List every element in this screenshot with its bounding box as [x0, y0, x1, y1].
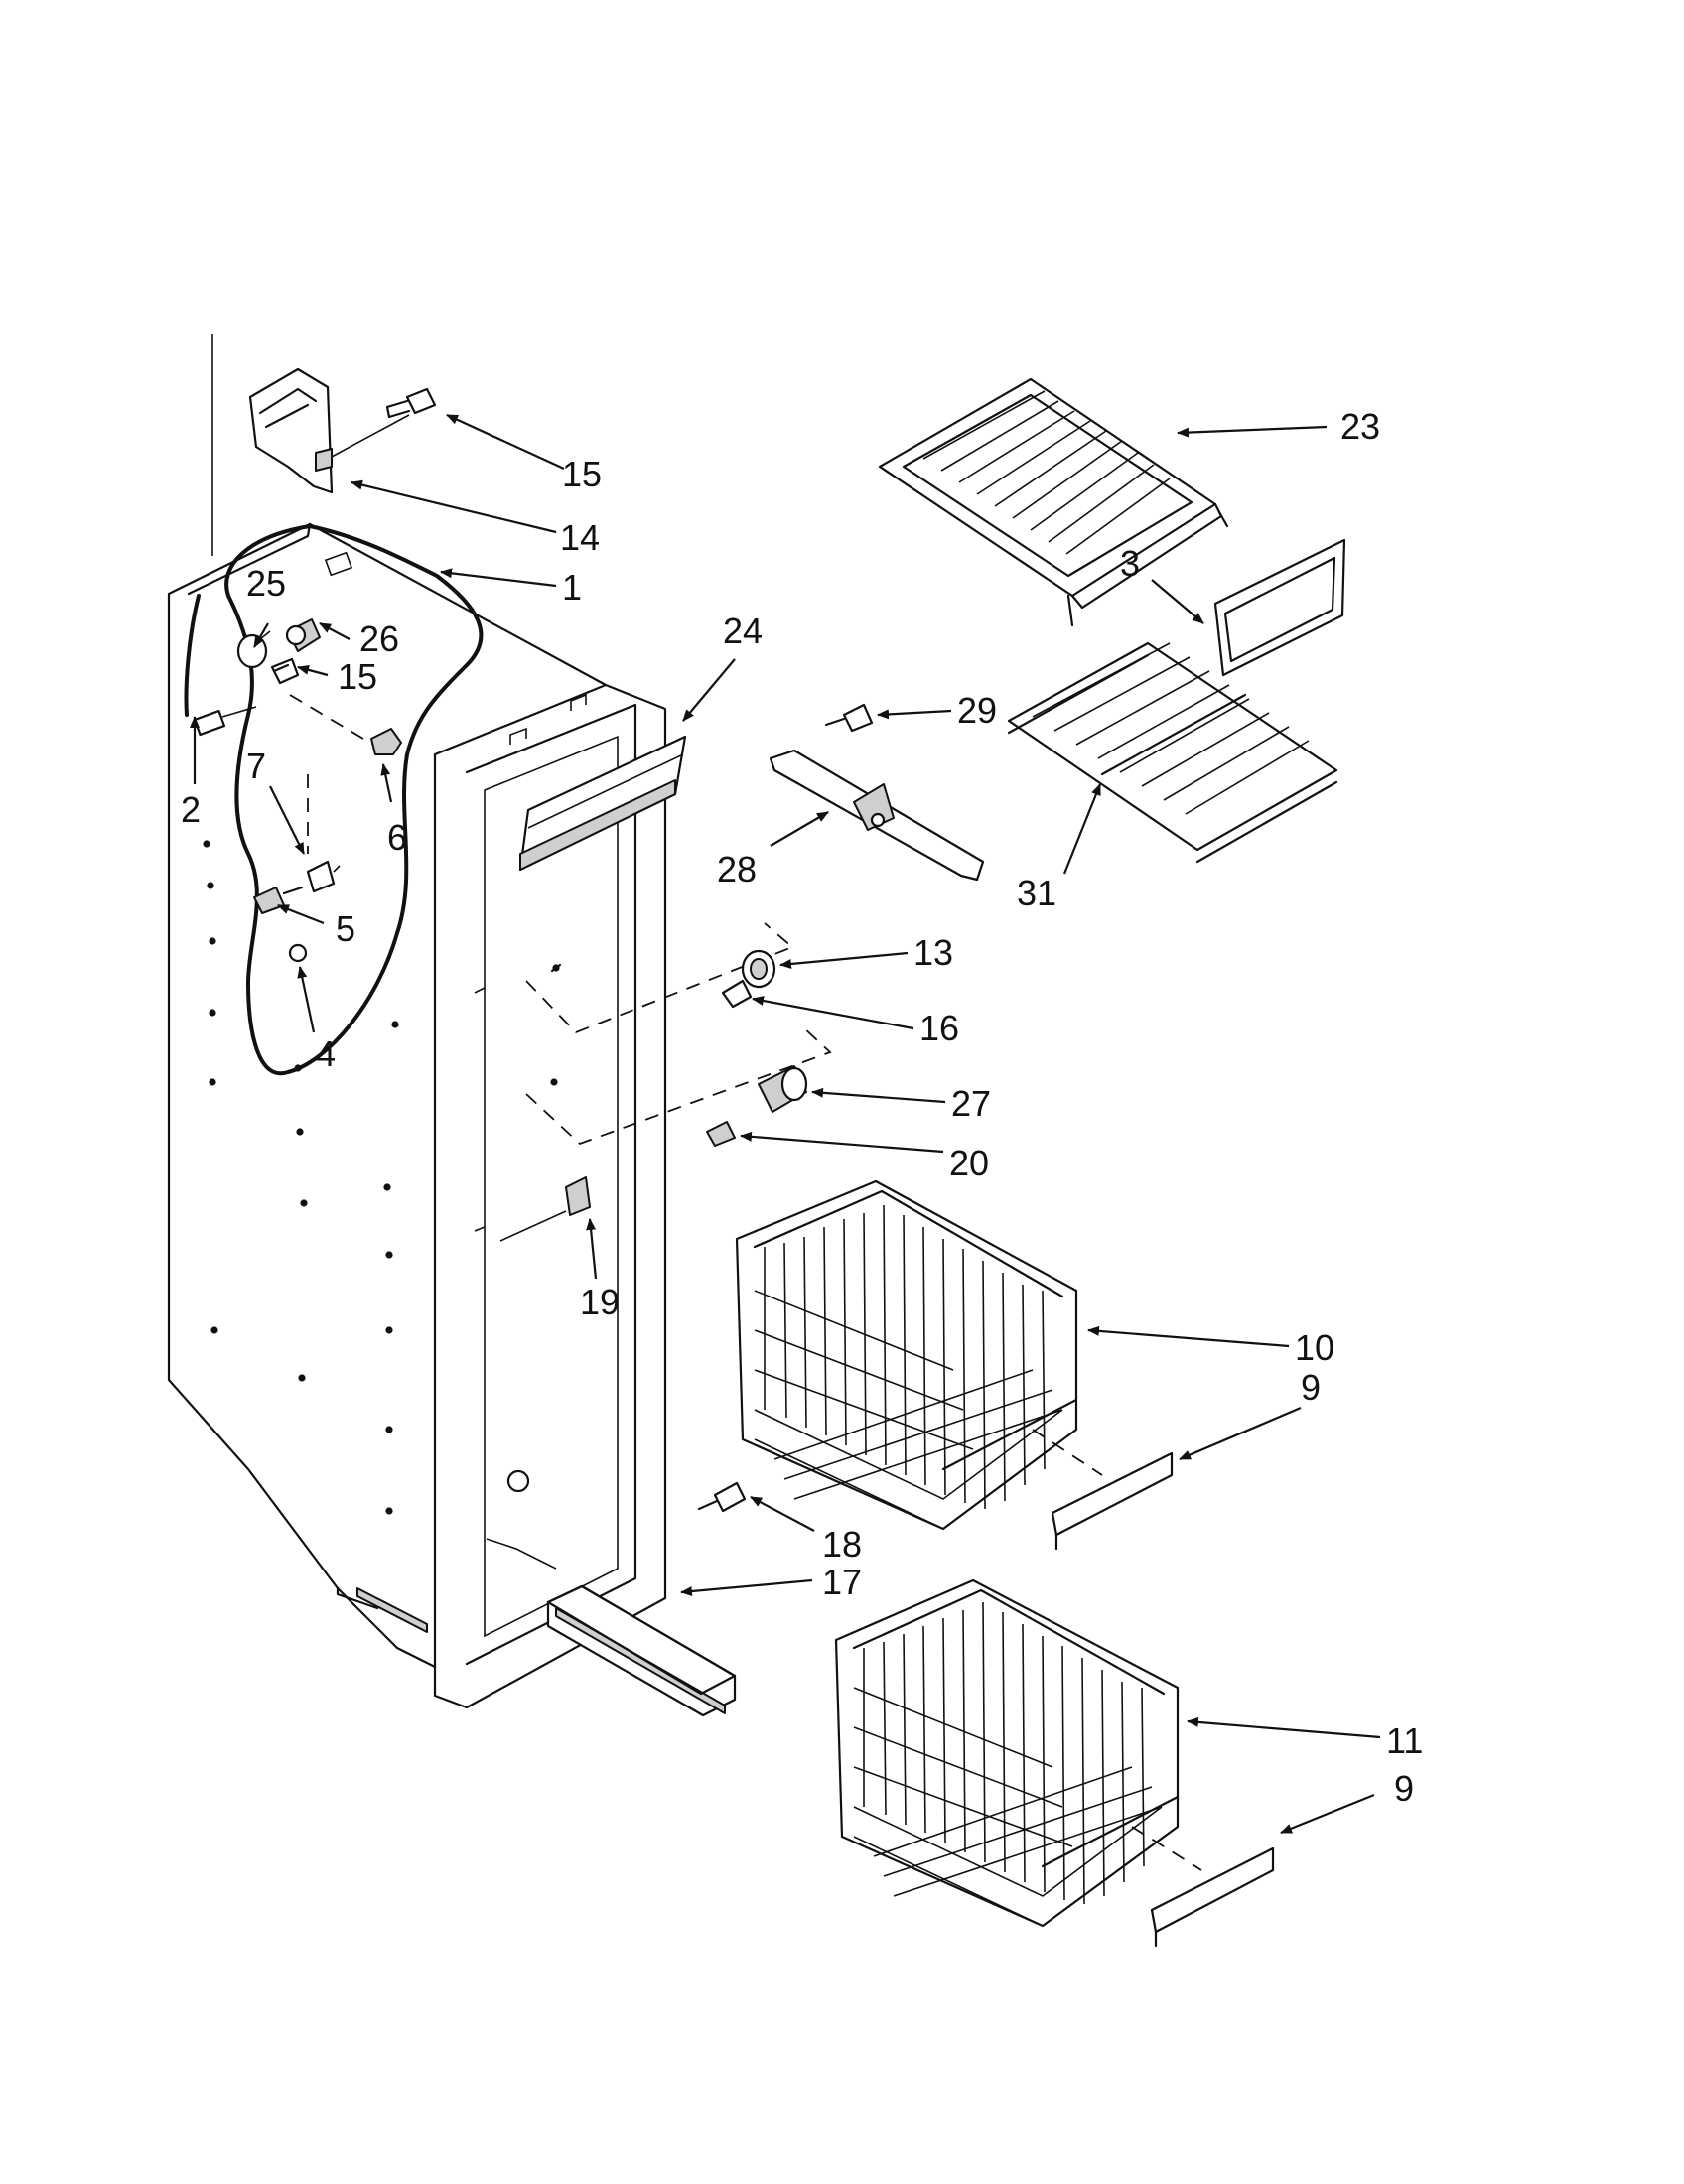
plug-4 — [288, 943, 308, 963]
callout-23: 23 — [1340, 406, 1380, 447]
screw-29 — [824, 703, 874, 733]
grille — [546, 1584, 737, 1717]
callout-labels: 15 14 1 25 26 15 2 7 6 5 4 24 23 3 29 28… — [181, 406, 1423, 1809]
callout-27: 27 — [951, 1083, 991, 1124]
callout-28: 28 — [717, 849, 757, 889]
upper-basket — [735, 1179, 1078, 1531]
air-deflector — [518, 735, 687, 872]
callout-31: 31 — [1017, 873, 1056, 913]
callout-10: 10 — [1295, 1327, 1334, 1368]
roller-13 — [741, 949, 776, 989]
shelf-insert — [1213, 538, 1346, 677]
light-socket — [285, 618, 321, 652]
callout-4: 4 — [316, 1033, 336, 1074]
screw-16 — [721, 979, 753, 1009]
hanger-bracket — [211, 334, 334, 556]
callout-1: 1 — [562, 567, 582, 608]
callout-15-mid: 15 — [338, 656, 377, 697]
screw-15-mid — [270, 657, 300, 685]
callout-6: 6 — [387, 817, 407, 858]
screw-15-top — [331, 387, 437, 458]
screw-18 — [697, 1481, 747, 1513]
shelf-support — [769, 749, 985, 882]
callout-26: 26 — [359, 618, 399, 659]
wire-shelf — [1007, 641, 1338, 864]
switch-7 — [306, 774, 341, 893]
lower-rail-dash — [525, 1025, 832, 1146]
lower-basket — [834, 1578, 1180, 1928]
callout-19: 19 — [580, 1282, 620, 1322]
callout-29: 29 — [957, 690, 997, 731]
callout-18: 18 — [822, 1524, 862, 1565]
callout-15-top: 15 — [562, 454, 602, 494]
shelf-frame — [878, 377, 1229, 627]
leader-lines — [190, 413, 1381, 1835]
basket-stop-9-upper — [1032, 1429, 1174, 1551]
callout-9-lower: 9 — [1394, 1768, 1414, 1809]
callout-13: 13 — [913, 932, 953, 973]
callout-11: 11 — [1386, 1720, 1423, 1761]
callout-17: 17 — [822, 1562, 862, 1602]
callout-5: 5 — [336, 908, 355, 949]
callout-3: 3 — [1120, 543, 1140, 584]
callout-9-upper: 9 — [1301, 1367, 1321, 1408]
liner-dots — [203, 840, 399, 1515]
callout-20: 20 — [949, 1143, 989, 1183]
callout-14: 14 — [560, 517, 600, 558]
glide-27 — [758, 1065, 808, 1113]
upper-rail-dash — [525, 922, 794, 1034]
screw-5 — [253, 886, 304, 914]
callout-25: 25 — [246, 563, 286, 604]
callout-24: 24 — [723, 611, 763, 651]
basket-stop-9-lower — [1131, 1826, 1275, 1948]
callout-2: 2 — [181, 789, 201, 830]
callout-7: 7 — [246, 746, 266, 786]
damper-clip — [289, 694, 402, 755]
freezer-liner — [167, 522, 667, 1709]
screw-20 — [706, 1121, 736, 1147]
callout-16: 16 — [919, 1008, 959, 1048]
door-switch — [499, 1176, 591, 1242]
